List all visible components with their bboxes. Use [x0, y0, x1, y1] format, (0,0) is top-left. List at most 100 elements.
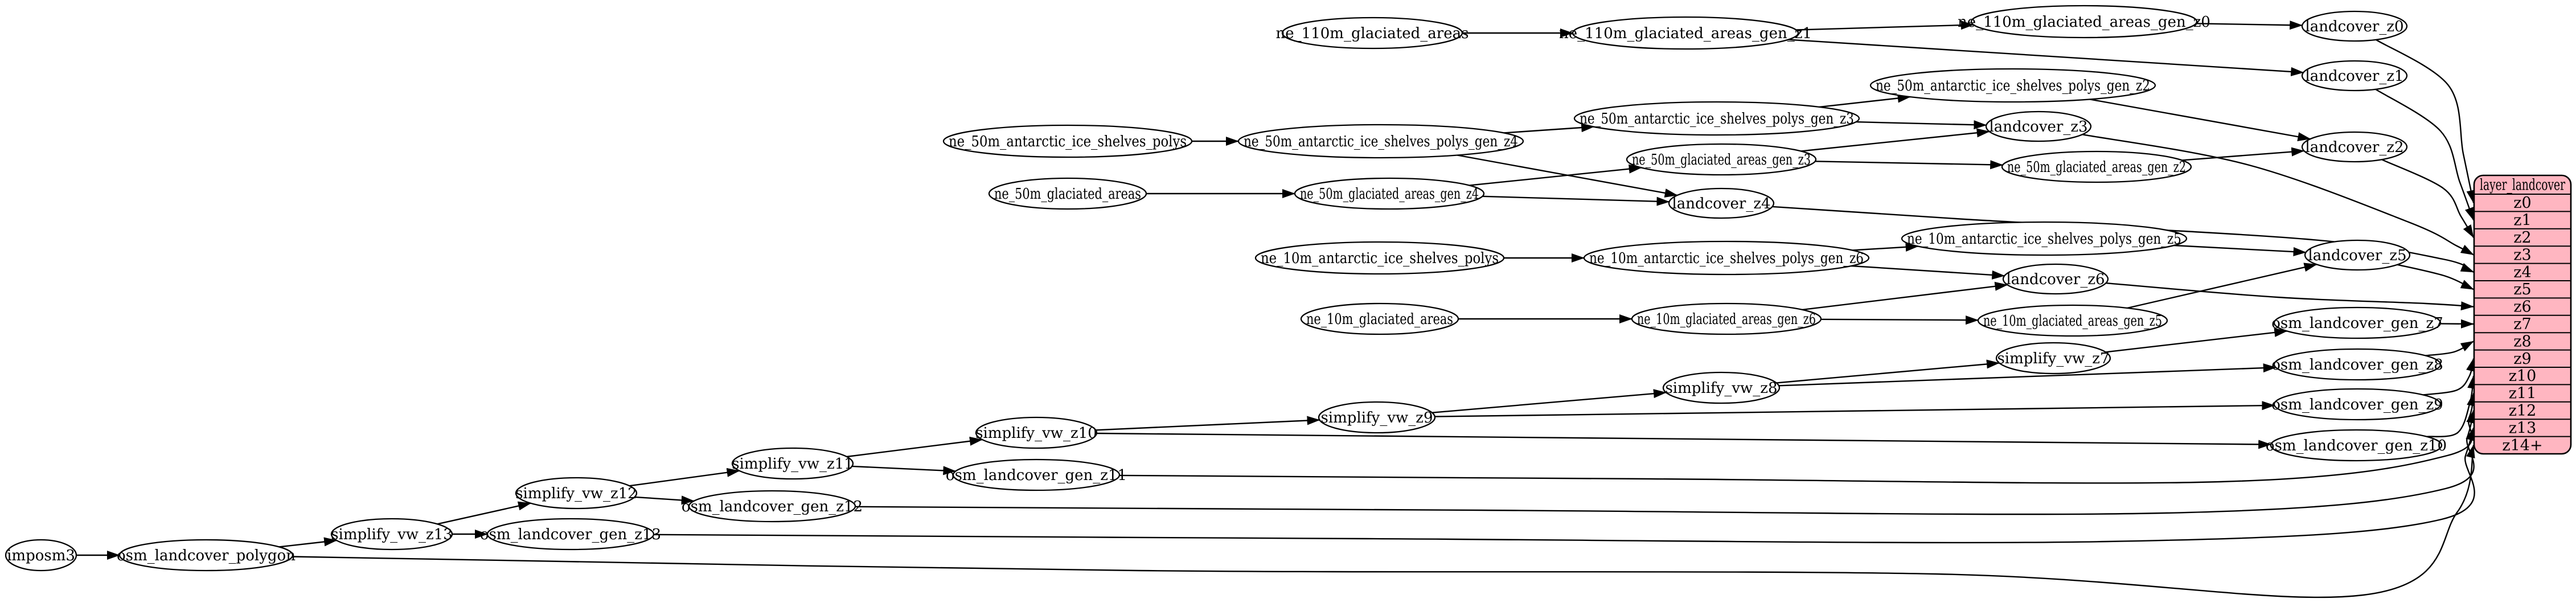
node-label: ne_50m_antarctic_ice_shelves_polys_gen_z… — [1580, 110, 1854, 128]
node-landcover_z4: landcover_z4 — [1668, 187, 1775, 219]
node-ne_10m_glaciated_areas: ne_10m_glaciated_areas — [1300, 302, 1459, 335]
node-label: ne_110m_glaciated_areas — [1276, 25, 1469, 42]
node-ellipse — [1294, 177, 1485, 210]
node-label: simplify_vw_z7 — [1997, 350, 2109, 367]
node-ellipse — [2273, 388, 2442, 421]
table-row-label: z0 — [2513, 194, 2531, 212]
node-ellipse — [2304, 239, 2411, 271]
node-ne_50m_antarctic_ice_shelves_polys: ne_50m_antarctic_ice_shelves_polys — [942, 124, 1193, 158]
node-ne_50m_antarctic_ice_shelves_polys_gen_z3: ne_50m_antarctic_ice_shelves_polys_gen_z… — [1573, 101, 1860, 136]
node-ne_10m_antarctic_ice_shelves_polys_gen_z6: ne_10m_antarctic_ice_shelves_polys_gen_z… — [1583, 240, 1870, 276]
node-ellipse — [988, 177, 1147, 210]
table-row-z5: z5 — [2513, 281, 2531, 298]
node-ellipse — [1573, 101, 1860, 136]
node-landcover_z2: landcover_z2 — [2301, 131, 2408, 163]
node-ellipse — [330, 518, 453, 551]
edge-simplify_vw_z11-to-osm_landcover_gen_z11 — [852, 465, 957, 475]
node-ellipse — [1995, 342, 2111, 375]
node-ellipse — [942, 124, 1193, 158]
table-row-z2: z2 — [2513, 229, 2531, 247]
table-row-z10: z10 — [2509, 367, 2537, 385]
table-row-z12: z12 — [2509, 402, 2537, 420]
edge-ne_110m_glaciated_areas_gen_z0-to-landcover_z0 — [2196, 20, 2303, 30]
table-row-label: z13 — [2509, 419, 2537, 437]
edge-simplify_vw_z12-to-simplify_vw_z11 — [629, 468, 740, 487]
node-ellipse — [1970, 5, 2198, 39]
node-ellipse — [2273, 306, 2442, 339]
node-ellipse — [515, 477, 638, 510]
edge-ne_50m_antarctic_ice_shelves_polys_gen_z2-to-landcover_z2 — [2090, 99, 2311, 141]
edge-landcover_z3-to-layer_landcover-z3 — [2082, 134, 2474, 256]
node-ellipse — [1583, 240, 1870, 276]
edge-ne_110m_glaciated_areas_gen_z1-to-landcover_z1 — [1788, 39, 2304, 76]
node-label: osm_landcover_polygon — [117, 547, 296, 564]
edge-osm_landcover_gen_z9-to-layer_landcover-z9 — [2423, 358, 2475, 396]
edge-simplify_vw_z13-to-simplify_vw_z12 — [437, 501, 532, 525]
node-ne_10m_glaciated_areas_gen_z5: ne_10m_glaciated_areas_gen_z5 — [1977, 304, 2168, 337]
node-ellipse — [731, 447, 854, 480]
edge-landcover_z0-to-layer_landcover-z0 — [2375, 39, 2476, 204]
node-simplify_vw_z8: simplify_vw_z8 — [1662, 371, 1781, 404]
node-osm_landcover_gen_z11: osm_landcover_gen_z11 — [946, 458, 1127, 491]
node-label: ne_50m_antarctic_ice_shelves_polys_gen_z… — [1876, 77, 2150, 95]
edge-ne_50m_antarctic_ice_shelves_polys_gen_z3-to-landcover_z3 — [1856, 120, 1987, 130]
table-row-label: z12 — [2509, 402, 2537, 420]
node-simplify_vw_z7: simplify_vw_z7 — [1995, 342, 2111, 375]
node-ne_110m_glaciated_areas: ne_110m_glaciated_areas — [1276, 17, 1469, 50]
edge-ne_50m_glaciated_areas_gen_z3-to-landcover_z3 — [1800, 128, 1990, 152]
nodes-layer: imposm3 osm_landcover_polygon simplify_vw_… — [5, 5, 2447, 572]
node-ellipse — [5, 539, 77, 572]
node-landcover_z6: landcover_z6 — [2002, 263, 2109, 295]
table-row-label: z9 — [2513, 350, 2531, 368]
node-ne_110m_glaciated_areas_gen_z1: ne_110m_glaciated_areas_gen_z1 — [1559, 16, 1812, 50]
edge-ne_10m_glaciated_areas_gen_z6-to-ne_10m_glaciated_areas_gen_z5 — [1820, 315, 1979, 325]
node-simplify_vw_z10: simplify_vw_z10 — [975, 416, 1098, 449]
table-row-label: z11 — [2509, 385, 2537, 403]
node-label: landcover_z3 — [1989, 118, 2087, 136]
node-osm_landcover_gen_z10: osm_landcover_gen_z10 — [2266, 429, 2447, 462]
node-osm_landcover_gen_z9: osm_landcover_gen_z9 — [2271, 388, 2443, 421]
table-row-label: z7 — [2513, 315, 2531, 333]
node-label: ne_50m_glaciated_areas — [994, 186, 1141, 203]
node-ellipse — [1254, 241, 1505, 275]
edge-osm_landcover_gen_z8-to-layer_landcover-z8 — [2425, 341, 2474, 356]
node-label: landcover_z2 — [2305, 139, 2403, 156]
node-label: osm_landcover_gen_z9 — [2271, 396, 2443, 413]
edge-landcover_z1-to-layer_landcover-z1 — [2375, 88, 2475, 221]
table-row-z9: z9 — [2513, 350, 2531, 368]
edge-landcover_z6-to-layer_landcover-z6 — [2106, 282, 2474, 311]
node-label: ne_50m_antarctic_ice_shelves_polys_gen_z… — [1244, 133, 1518, 150]
table-row-z4: z4 — [2513, 264, 2531, 281]
node-label: landcover_z1 — [2305, 68, 2403, 85]
node-ne_50m_glaciated_areas_gen_z3: ne_50m_glaciated_areas_gen_z3 — [1626, 143, 1817, 176]
edge-simplify_vw_z8-to-osm_landcover_gen_z8 — [1778, 363, 2276, 387]
node-simplify_vw_z13: simplify_vw_z13 — [330, 518, 453, 551]
node-osm_landcover_gen_z7: osm_landcover_gen_z7 — [2271, 306, 2443, 339]
edge-ne_110m_glaciated_areas_gen_z1-to-ne_110m_glaciated_areas_gen_z0 — [1796, 20, 1974, 31]
node-imposm3: imposm3 — [5, 539, 77, 572]
node-ellipse — [1985, 110, 2092, 142]
edge-ne_50m_antarctic_ice_shelves_polys_gen_z4-to-ne_50m_antarctic_ice_shelves_polys_gen_z3 — [1503, 123, 1595, 134]
edge-simplify_vw_z10-to-simplify_vw_z9 — [1096, 416, 1320, 431]
node-label: osm_landcover_gen_z11 — [946, 467, 1127, 484]
node-ellipse — [1668, 187, 1775, 219]
node-osm_landcover_gen_z8: osm_landcover_gen_z8 — [2271, 348, 2443, 381]
node-simplify_vw_z12: simplify_vw_z12 — [515, 477, 638, 510]
table-row-z13: z13 — [2509, 419, 2537, 437]
node-ellipse — [1572, 16, 1799, 50]
edge-ne_10m_glaciated_areas_gen_z6-to-landcover_z6 — [1802, 281, 2008, 311]
edge-ne_50m_glaciated_areas_gen_z2-to-landcover_z2 — [2181, 147, 2305, 161]
edge-simplify_vw_z10-to-osm_landcover_gen_z10 — [1096, 432, 2272, 449]
node-landcover_z0: landcover_z0 — [2301, 10, 2408, 42]
node-ellipse — [1977, 304, 2168, 337]
node-label: ne_10m_antarctic_ice_shelves_polys_gen_z… — [1589, 250, 1864, 267]
node-label: ne_10m_antarctic_ice_shelves_polys — [1261, 250, 1499, 267]
table-row-z11: z11 — [2509, 385, 2537, 403]
node-ellipse — [118, 539, 294, 572]
table-row-label: z2 — [2513, 229, 2531, 247]
edge-landcover_z5-to-layer_landcover-z5 — [2397, 264, 2474, 290]
edge-simplify_vw_z7-to-osm_landcover_gen_z7 — [2105, 327, 2288, 353]
node-ellipse — [2301, 131, 2408, 163]
